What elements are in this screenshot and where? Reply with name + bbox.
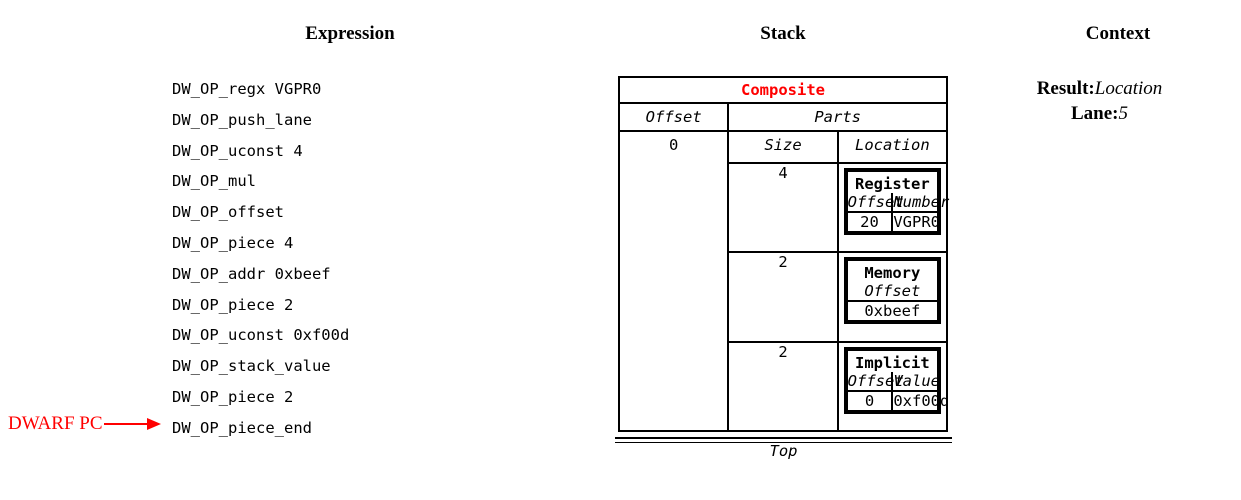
- expression-line: DW_OP_addr 0xbeef: [172, 264, 331, 283]
- location-memory: Memory Offset 0xbeef: [843, 257, 941, 325]
- size-header: Size: [764, 136, 802, 154]
- location-field-value: 20: [845, 211, 894, 234]
- context-value: 5: [1118, 103, 1129, 124]
- expression-line: DW_OP_offset: [172, 203, 284, 222]
- page-title-stack: Stack: [760, 23, 806, 44]
- expression-line: DW_OP_uconst 4: [172, 141, 303, 160]
- location-field-header: Offset: [845, 193, 904, 214]
- context-row-lane: Lane:5: [958, 101, 1241, 126]
- page-title-expression: Expression: [305, 23, 395, 44]
- context-key: Lane:: [1071, 103, 1119, 124]
- context-value: Location: [1094, 78, 1163, 99]
- offset-header-cell: Offset: [617, 102, 730, 132]
- part-location-cell: Implicit Offset Value 0 0xf00d: [836, 340, 950, 433]
- location-kind: Memory: [845, 259, 940, 283]
- location-field-value: 0xf00d: [891, 389, 950, 412]
- location-field-header: Value: [891, 371, 940, 392]
- stack-entry-composite: Composite Offset Parts 0 Size Location: [617, 76, 950, 433]
- offset-value-cell: 0: [617, 130, 730, 432]
- location-field-value: 0: [845, 389, 894, 412]
- context-panel: Result:Location Lane:5: [958, 76, 1241, 126]
- part-size-cell: 2: [727, 251, 839, 343]
- offset-value: 0: [668, 136, 679, 154]
- arrow-right-icon: [103, 418, 162, 430]
- location-field-header: Offset: [845, 371, 904, 392]
- expression-line: DW_OP_piece 2: [172, 387, 294, 406]
- expression-line: DW_OP_piece 4: [172, 233, 294, 252]
- stack-top-label: Top: [769, 442, 798, 460]
- stack-top-divider: [615, 437, 952, 443]
- expression-line: DW_OP_uconst 0xf00d: [172, 326, 350, 345]
- expression-line: DW_OP_mul: [172, 172, 256, 191]
- expression-line: DW_OP_stack_value: [172, 357, 331, 376]
- page-title-context: Context: [1085, 23, 1151, 44]
- parts-header-cell: Parts: [727, 102, 948, 132]
- parts-header: Parts: [814, 108, 861, 126]
- dwarf-pc-marker: DWARF PC: [8, 413, 162, 435]
- location-implicit: Implicit Offset Value 0 0xf00d: [843, 346, 950, 414]
- part-size: 2: [778, 342, 788, 361]
- part-size-cell: 4: [727, 162, 839, 254]
- part-location-cell: Register Offset Number 20 VGPR0: [836, 162, 950, 254]
- location-field-value: 0xbeef: [845, 300, 940, 323]
- location-kind: Implicit: [845, 348, 940, 372]
- location-field-value: VGPR0: [891, 211, 940, 234]
- offset-header: Offset: [645, 108, 702, 126]
- part-size-cell: 2: [727, 340, 839, 433]
- expression-line: DW_OP_piece 2: [172, 295, 294, 314]
- dwarf-pc-label: DWARF PC: [8, 413, 103, 434]
- stack-part-row: 4 Register Offset Number 20 VGP: [619, 162, 950, 254]
- composite-title: Composite: [741, 81, 825, 99]
- location-header-cell: Location: [836, 129, 949, 165]
- expression-list: DW_OP_regx VGPR0 DW_OP_push_lane DW_OP_u…: [172, 74, 349, 444]
- stack-part-row: 2 Memory Offset 0xbeef: [619, 251, 949, 343]
- location-register: Register Offset Number 20 VGPR0: [843, 168, 950, 236]
- context-key: Result:: [1036, 78, 1095, 99]
- stack-panel: Composite Offset Parts 0 Size Location: [617, 76, 950, 433]
- expression-line: DW_OP_piece_end: [172, 418, 312, 437]
- part-size: 2: [778, 253, 788, 272]
- context-row-result: Result:Location: [958, 76, 1241, 101]
- expression-line: DW_OP_regx VGPR0: [172, 80, 322, 98]
- expression-line: DW_OP_push_lane: [172, 110, 312, 129]
- part-location-cell: Memory Offset 0xbeef: [836, 251, 949, 343]
- part-size: 4: [778, 164, 788, 183]
- stack-part-row: 2 Implicit Offset Value 0 0xf00: [619, 340, 950, 433]
- size-header-cell: Size: [727, 129, 839, 165]
- location-field-header: Offset: [845, 282, 940, 303]
- composite-title-cell: Composite: [618, 76, 948, 103]
- location-field-header: Number: [891, 193, 950, 214]
- location-header: Location: [855, 136, 930, 154]
- location-kind: Register: [845, 170, 940, 194]
